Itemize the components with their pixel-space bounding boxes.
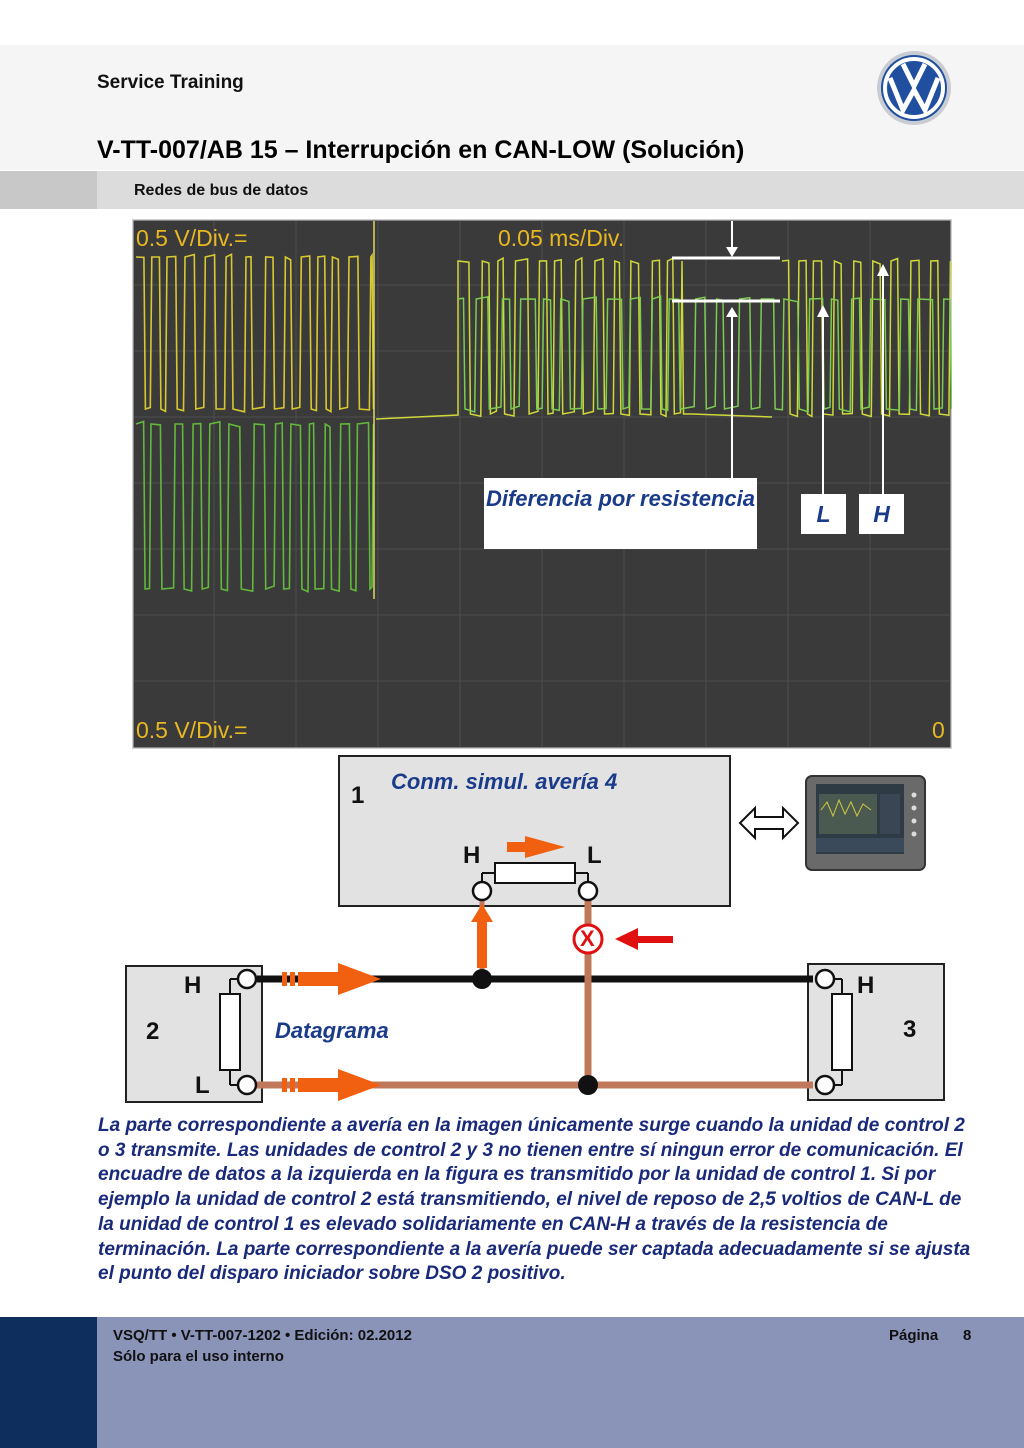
subtitle-band-inner [97, 171, 1024, 209]
unit1-number: 1 [351, 782, 365, 809]
unit1-h-label: H [463, 842, 481, 869]
can-bus-diagram: 1 Conm. simul. avería 4 H L X 2 H L Data… [95, 750, 985, 1110]
ch2-scale-label: 0.5 V/Div.= [136, 717, 248, 743]
fault-mark: X [580, 926, 595, 951]
footer-document-id: VSQ/TT • V-TT-007-1202 • Edición: 02.201… [113, 1327, 412, 1344]
explanation-paragraph: La parte correspondiente a avería en la … [98, 1115, 971, 1285]
unit2-l-label: L [195, 1072, 210, 1099]
unit3-number: 3 [903, 1016, 917, 1043]
unit2-h-label: H [184, 972, 202, 999]
page-title: V-TT-007/AB 15 – Interrupción en CAN-LOW… [97, 136, 745, 164]
unit1-l-label: L [587, 842, 602, 869]
ch1-scale-label: 0.5 V/Div.= [136, 225, 248, 251]
header-brand: Service Training [97, 72, 244, 93]
difference-callout: Diferencia por resistencia [484, 478, 757, 549]
timebase-label: 0.05 ms/Div. [498, 225, 625, 251]
diagnostic-tester-icon [805, 775, 926, 871]
footer-left-band [0, 1317, 97, 1448]
footer-page-label: Página [889, 1327, 939, 1344]
header-band [0, 45, 1024, 170]
footer-page-number: 8 [963, 1327, 972, 1344]
ch2-offset-label: 0 [932, 717, 945, 743]
trace-label-l: L [801, 494, 846, 534]
unit2-number: 2 [146, 1018, 160, 1045]
footer-internal-use: Sólo para el uso interno [113, 1348, 284, 1365]
trace-label-h: H [859, 494, 904, 534]
footer-band [97, 1317, 1024, 1448]
section-subtitle: Redes de bus de datos [134, 182, 309, 199]
unit3-h-label: H [857, 972, 875, 999]
oscilloscope-screen: 0.5 V/Div.= 0.05 ms/Div. 0.5 V/Div.= 0 D… [130, 217, 954, 751]
vw-logo-icon [877, 51, 951, 125]
unit1-title: Conm. simul. avería 4 [391, 769, 618, 794]
bus-wiring [125, 755, 945, 1103]
datagram-label: Datagrama [275, 1018, 389, 1043]
